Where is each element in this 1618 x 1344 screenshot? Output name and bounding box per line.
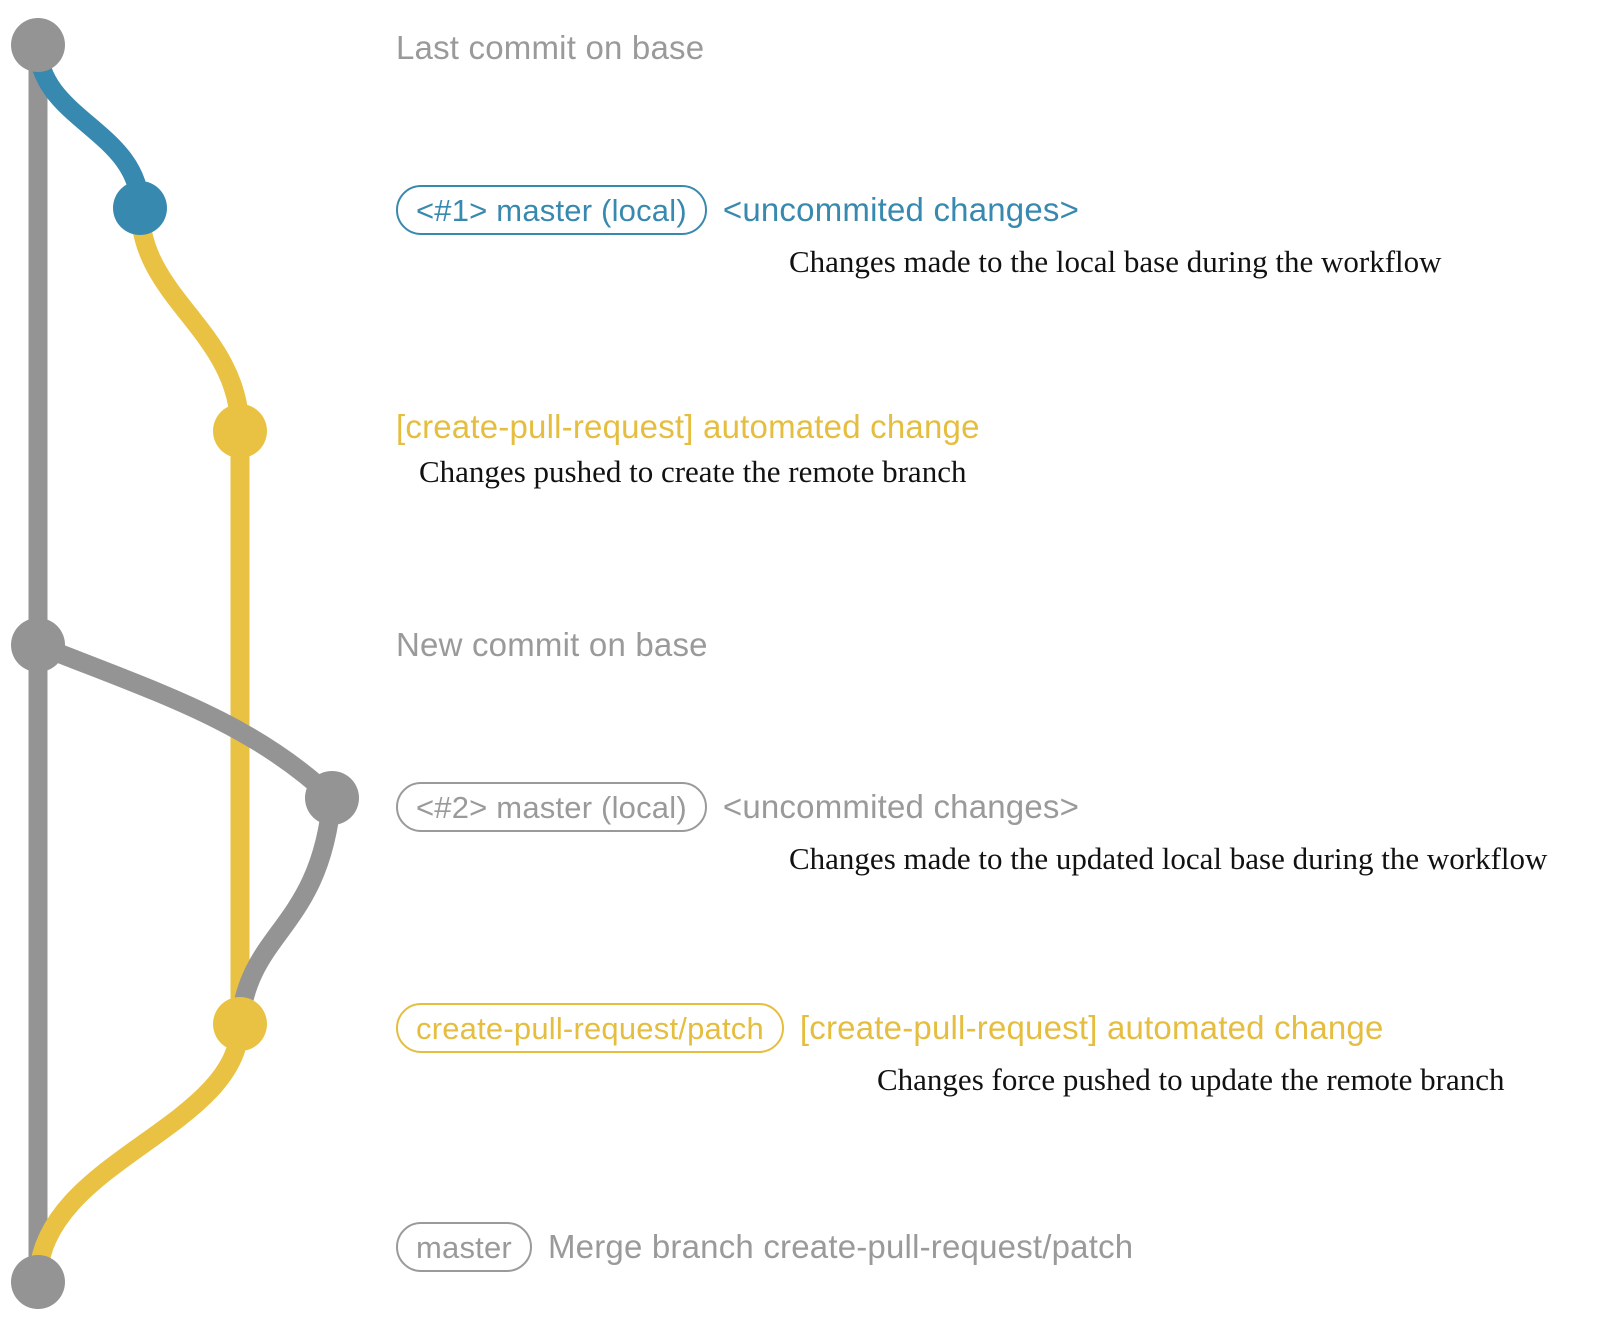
commit-description: Changes force pushed to update the remot… [877, 1062, 1505, 1097]
row-main: <#1> master (local) <uncommited changes> [396, 185, 1442, 235]
commit-message: New commit on base [396, 626, 708, 663]
row-master-local-2: <#2> master (local) <uncommited changes>… [396, 782, 1547, 877]
commit-description: Changes made to the local base during th… [789, 244, 1442, 279]
ref-chip-master-local-2[interactable]: <#2> master (local) [396, 782, 707, 832]
row-merge-branch: master Merge branch create-pull-request/… [396, 1222, 1133, 1272]
commit-description: Changes made to the updated local base d… [789, 841, 1548, 876]
row-new-commit-on-base: New commit on base [396, 626, 708, 663]
commit-message: <uncommited changes> [722, 787, 1080, 825]
row-automated-change-2: create-pull-request/patch [create-pull-r… [396, 1003, 1505, 1098]
commit-message: Merge branch create-pull-request/patch [547, 1227, 1134, 1265]
commit-message: <uncommited changes> [722, 190, 1080, 228]
row-main: New commit on base [396, 626, 708, 663]
commit-description: Changes pushed to create the remote bran… [419, 453, 967, 489]
ref-chip-create-pull-request-patch[interactable]: create-pull-request/patch [396, 1003, 784, 1053]
row-master-local-1: <#1> master (local) <uncommited changes>… [396, 185, 1442, 280]
commit-message: [create-pull-request] automated change [799, 1008, 1384, 1046]
ref-chip-master-local-1[interactable]: <#1> master (local) [396, 185, 707, 235]
row-main: Last commit on base [396, 29, 705, 66]
row-main: <#2> master (local) <uncommited changes> [396, 782, 1547, 832]
row-last-commit-on-base: Last commit on base [396, 29, 705, 66]
commit-message: Last commit on base [396, 29, 705, 66]
commit-message: [create-pull-request] automated change [396, 408, 980, 445]
row-automated-change-1: [create-pull-request] automated change C… [396, 408, 980, 490]
ref-chip-master[interactable]: master [396, 1222, 532, 1272]
row-main: [create-pull-request] automated change [396, 408, 980, 445]
row-main: create-pull-request/patch [create-pull-r… [396, 1003, 1505, 1053]
row-main: master Merge branch create-pull-request/… [396, 1222, 1133, 1272]
